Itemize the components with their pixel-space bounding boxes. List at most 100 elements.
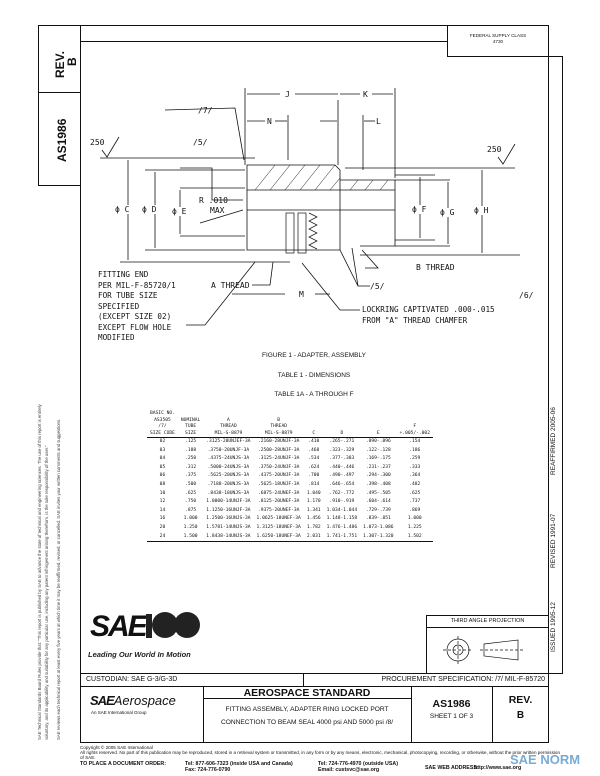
fitting-end-line: FITTING END [98,270,149,279]
table-row: 02.125.3125-20UNJEF-3A.2160-28UNJF-3A.41… [147,438,433,447]
table-cell: .8125-20UNEF-3A [257,499,300,505]
dim-j: J [285,90,290,99]
table-row: 03.188.3750-20UNJF-3A.2500-28UNJF-3A.468… [147,447,433,456]
column-header: C [303,411,324,438]
table-cell: .231-.237 [365,464,391,470]
order-label: TO PLACE A DOCUMENT ORDER: [80,761,167,767]
table-cell: 14 [159,507,166,513]
dim-e: ϕ E [172,207,187,216]
rev-label: REV. [508,694,533,706]
table-cell: 06 [159,473,166,479]
table-cell: .6875-24UNEF-3A [257,490,300,496]
table-cell: .090-.096 [365,439,391,444]
table-cell: 02 [159,439,166,444]
table-cell: 2.031 [303,532,324,543]
table-cell: .186 [409,447,421,453]
sae-100-logo: SAE [90,608,215,648]
table-cell: .3750-24UNJF-3A [257,464,300,470]
table-cell: 1.341 [306,507,321,513]
sae-aerospace-brand: SAEAerospace [90,693,176,708]
table-cell: .8438-18UNJS-3A [207,490,250,496]
table-cell: .169-.175 [365,456,391,462]
column-header-line: E [376,430,380,436]
column-header: E [360,411,397,438]
table-cell: .3125-20UNJEF-3A [206,439,251,444]
subtable-caption: TABLE 1A - A THROUGH F [274,391,354,398]
table-cell: .762-.772 [329,490,355,496]
fitting-end-line: SPECIFIED [98,301,140,311]
table-cell: .9375-20UNEF-3A [257,507,300,513]
sheet-number: SHEET 1 OF 3 [429,713,474,720]
table-cell: .490-.497 [329,473,355,479]
table-cell: 1.170 [306,499,321,505]
table-caption: TABLE 1 - DIMENSIONS [277,372,351,379]
custodian: CUSTODIAN: SAE G-3/G-3D [86,676,178,683]
table-cell: 20 [159,524,166,530]
title-line-2: CONNECTION TO BEAM SEAL 4000 psi AND 500… [220,719,394,726]
table-cell: .2160-28UNJF-3A [257,439,300,444]
table-cell: 1.2500-16UNJS-3A [206,516,251,522]
figure-caption: FIGURE 1 - ADAPTER, ASSEMBLY [262,352,366,359]
table-cell: .5000-24UNJS-3A [207,464,250,470]
table-cell: 1.5781-14UNJS-3A [206,524,251,530]
table-cell: 04 [159,456,166,462]
table-cell: 1.0625-18UNEF-3A [256,516,301,522]
column-header: F+.005/-.002 [396,411,433,438]
table-cell: .333 [409,464,421,470]
table-cell: .495-.505 [365,490,391,496]
note-7: /7/ [198,106,213,115]
column-header: D [323,411,361,438]
note-5-bottom: /5/ [370,282,385,291]
table-cell: .259 [409,456,421,462]
web-link[interactable]: http://www.sae.org [474,765,522,771]
dim-d: ϕ D [142,205,157,214]
lockring-line: LOCKRING CAPTIVATED .000-.015 [362,305,495,314]
column-header-line: THREAD [270,424,287,429]
column-header-line: /7/ [158,424,167,429]
table-cell: 05 [159,464,166,470]
table-cell: 1.148-1.158 [326,516,358,522]
table-cell: .250 [185,456,197,462]
table-cell: .534 [308,456,320,462]
email: Email: custsvc@sae.org [318,767,380,773]
radius-note: R .010 [199,196,228,205]
table-cell: .265-.271 [329,439,355,444]
dim-h: ϕ H [474,206,489,215]
table-cell: 1.040 [306,490,321,496]
fitting-end-note: FITTING END PER MIL-F-85720/1 FOR TUBE S… [98,270,176,344]
fitting-end-line: (EXCEPT SIZE 02) [98,312,172,321]
b-thread-label: B THREAD [416,263,455,272]
table-cell: .4375-24UNJS-3A [207,456,250,462]
revised-date: REVISED 1991-07 [550,513,557,568]
tel-intl: Tel: 724-776-4970 (outside USA) [318,761,398,767]
table-cell: .5625-18UNJF-3A [257,481,300,487]
column-header-line: A [227,417,230,423]
table-cell: 16 [159,516,166,522]
table-cell: 1.3125-18UNEF-3A [256,524,301,530]
table-cell: .312 [185,464,197,470]
table-cell: 08 [159,481,166,487]
table-cell: .839-.851 [365,516,391,522]
table-cell: 03 [159,447,166,453]
federal-supply-value: 4730 [492,39,504,44]
table-cell: .375 [185,473,197,479]
table-row: 08.500.7188-20UNJS-3A.5625-18UNJF-3A.814… [147,481,433,490]
table-cell: .398-.408 [365,481,391,487]
table-row: 05.312.5000-24UNJS-3A.3750-24UNJF-3A.624… [147,464,433,473]
procurement-spec: PROCUREMENT SPECIFICATION: /7/ MIL-F-857… [381,676,546,683]
note-5-top: /5/ [193,138,208,147]
table-cell: 1.073-1.086 [363,524,394,530]
fax: Fax: 724-776-0790 [185,767,231,773]
column-header-line: B [277,417,281,423]
logo-tagline: Leading Our World In Motion [88,650,191,659]
table-cell: .125 [185,439,197,444]
third-angle-projection-icon [443,636,524,664]
